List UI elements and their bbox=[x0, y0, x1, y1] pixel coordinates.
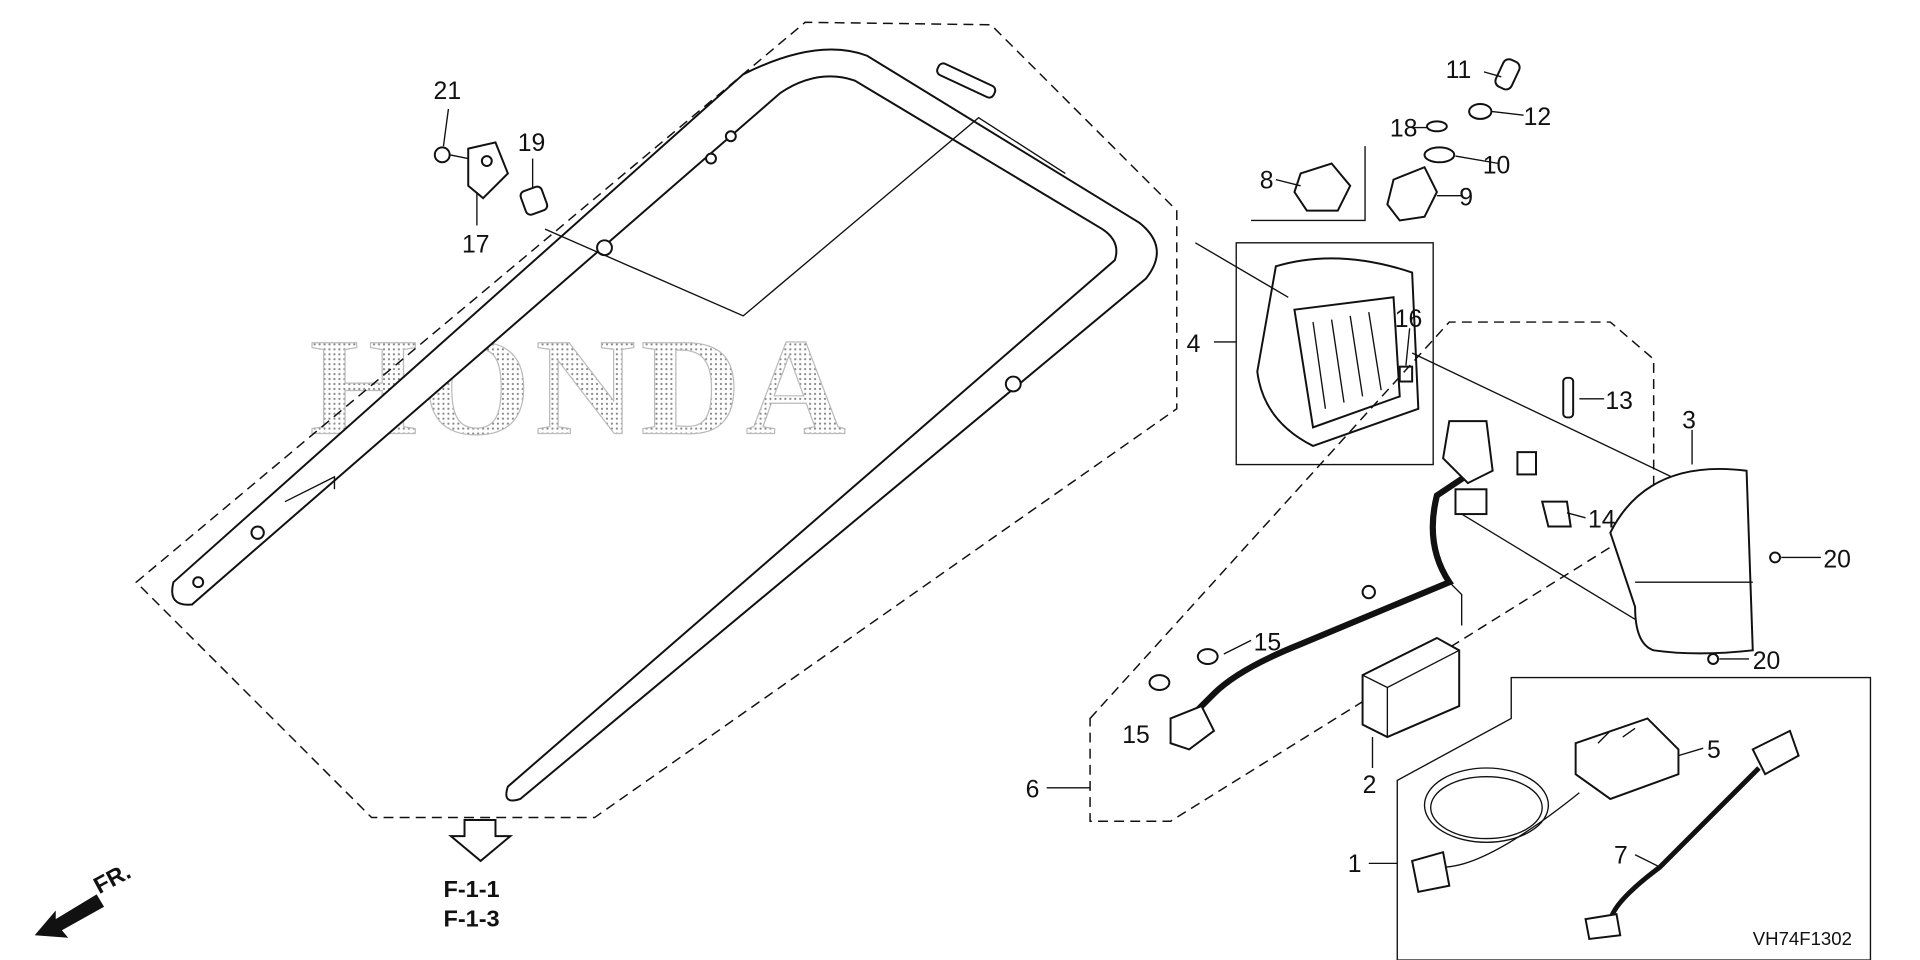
callout-19: 19 bbox=[518, 130, 546, 157]
harness-6 bbox=[1169, 420, 1537, 751]
callout-4: 4 bbox=[1187, 331, 1201, 358]
callout-9: 9 bbox=[1459, 185, 1473, 212]
switch-9 bbox=[1386, 165, 1439, 222]
battery-2 bbox=[1361, 636, 1461, 739]
callout-16: 16 bbox=[1395, 306, 1423, 333]
callout-20: 20 bbox=[1823, 546, 1851, 573]
callout-21: 21 bbox=[434, 78, 462, 105]
callout-18: 18 bbox=[1390, 115, 1418, 142]
callout-3: 3 bbox=[1682, 408, 1696, 435]
callout-1: 1 bbox=[1348, 851, 1362, 878]
down-arrow-icon bbox=[448, 819, 514, 863]
callout-20: 20 bbox=[1753, 648, 1781, 675]
callout-10: 10 bbox=[1483, 152, 1511, 179]
fuse-holder-14 bbox=[1540, 500, 1572, 528]
honda-watermark: HONDA bbox=[310, 311, 851, 465]
reference-f-1-1[interactable]: F-1-1 bbox=[443, 876, 499, 902]
callout-6: 6 bbox=[1026, 777, 1040, 804]
harness-group-outline bbox=[1089, 321, 1655, 823]
fuse-13 bbox=[1562, 376, 1575, 419]
handle-group-outline bbox=[135, 21, 1178, 819]
diagram-code: VH74F1302 bbox=[1753, 928, 1852, 949]
leader-lines-handle bbox=[544, 116, 1066, 317]
switch-8 bbox=[1293, 162, 1352, 212]
callout-5: 5 bbox=[1707, 737, 1721, 764]
callout-2: 2 bbox=[1363, 772, 1377, 799]
cover-3 bbox=[1609, 467, 1754, 655]
reference-f-1-3[interactable]: F-1-3 bbox=[443, 906, 499, 932]
bolt-21 bbox=[433, 146, 469, 164]
nut-10 bbox=[1423, 146, 1456, 164]
callout-15: 15 bbox=[1122, 722, 1150, 749]
callout-13: 13 bbox=[1605, 388, 1633, 415]
control-box-4 bbox=[1256, 257, 1420, 448]
handle-pipe bbox=[171, 48, 1158, 802]
cap-12 bbox=[1468, 103, 1493, 120]
clamp-17 bbox=[467, 141, 510, 200]
washer-18 bbox=[1426, 120, 1448, 133]
key-11 bbox=[1494, 58, 1521, 91]
clip-16 bbox=[1398, 365, 1414, 383]
screw-20b bbox=[1707, 653, 1720, 665]
callout-15: 15 bbox=[1254, 629, 1282, 656]
box-4-outline bbox=[1235, 242, 1434, 466]
cap-15a bbox=[1196, 648, 1219, 665]
front-direction-label: FR. bbox=[89, 858, 135, 899]
collar-19 bbox=[519, 185, 549, 216]
cap-15b bbox=[1148, 674, 1171, 691]
charger-5 bbox=[1410, 717, 1680, 894]
charger-group-outline bbox=[1396, 676, 1872, 960]
cable-7 bbox=[1584, 729, 1800, 941]
callout-8: 8 bbox=[1260, 167, 1274, 194]
callout-11: 11 bbox=[1446, 57, 1472, 84]
screw-20a bbox=[1769, 551, 1782, 564]
callout-7: 7 bbox=[1614, 842, 1628, 869]
front-direction-arrow-icon bbox=[34, 894, 105, 938]
callout-17: 17 bbox=[462, 232, 490, 259]
callout-12: 12 bbox=[1524, 104, 1552, 131]
